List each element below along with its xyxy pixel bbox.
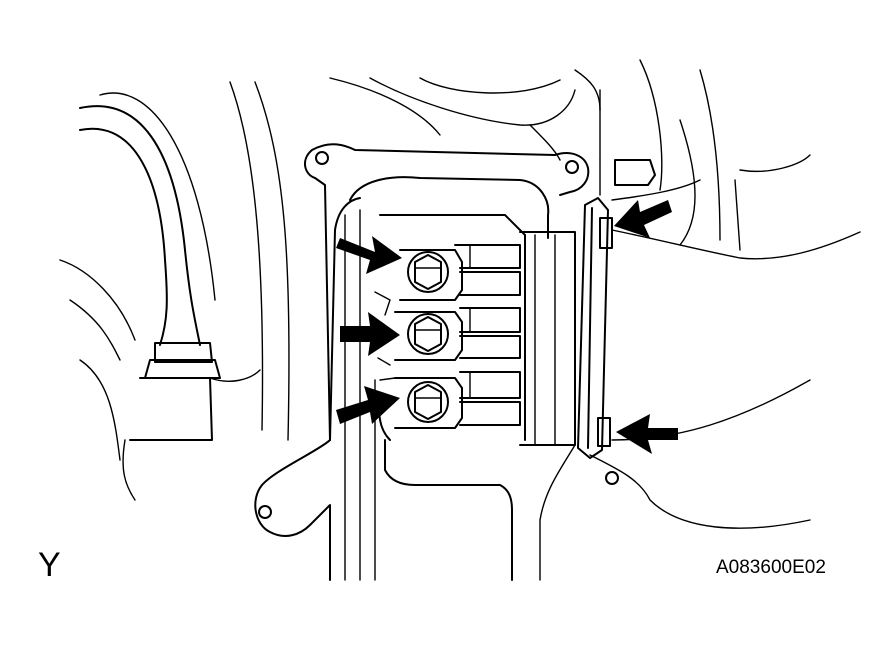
side-bracket bbox=[539, 159, 861, 581]
view-label: Y bbox=[38, 546, 61, 584]
middle-left-bolt-arrow bbox=[340, 312, 400, 356]
body-contours bbox=[229, 59, 811, 441]
bolt-upper-left bbox=[407, 251, 449, 293]
mounting-flange bbox=[254, 143, 590, 581]
terminal-block bbox=[374, 214, 576, 446]
upper-left-bolt-arrow bbox=[336, 236, 402, 274]
lower-right-bolt-arrow bbox=[616, 414, 678, 454]
bolt-middle-left bbox=[407, 313, 449, 355]
upper-right-bolt-arrow bbox=[614, 200, 672, 238]
figure-code: A083600E02 bbox=[716, 557, 826, 578]
bolt-lower-left bbox=[407, 381, 449, 423]
lower-left-bolt-arrow bbox=[336, 386, 400, 424]
hose-assembly bbox=[59, 92, 261, 501]
